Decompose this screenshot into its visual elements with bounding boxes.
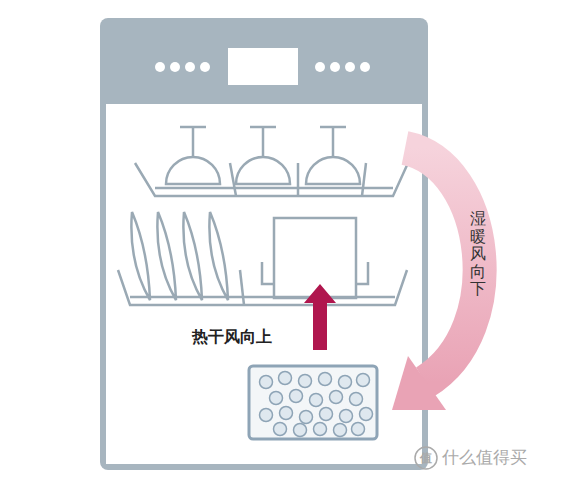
warm-air-arrowhead <box>392 356 446 410</box>
control-buttons <box>155 62 370 72</box>
warm-air-arrow <box>405 148 480 382</box>
plates <box>131 212 228 300</box>
display-window <box>228 48 298 85</box>
watermark-logo-text: 值 <box>420 451 432 465</box>
airflow-label: 湿暖风向下 <box>470 210 486 298</box>
wine-glasses <box>166 127 360 184</box>
desiccant-pellets <box>260 372 373 437</box>
container <box>274 218 356 298</box>
desiccant-box <box>249 366 377 439</box>
dishwasher-housing <box>100 18 428 470</box>
hot-air-arrow <box>304 284 336 350</box>
watermark-logo <box>415 447 437 469</box>
dishwasher-interior <box>106 104 422 464</box>
watermark: 什么值得买 <box>442 447 527 467</box>
airflow-label: 热干风向上 <box>192 327 272 346</box>
lower-rack <box>118 262 407 305</box>
